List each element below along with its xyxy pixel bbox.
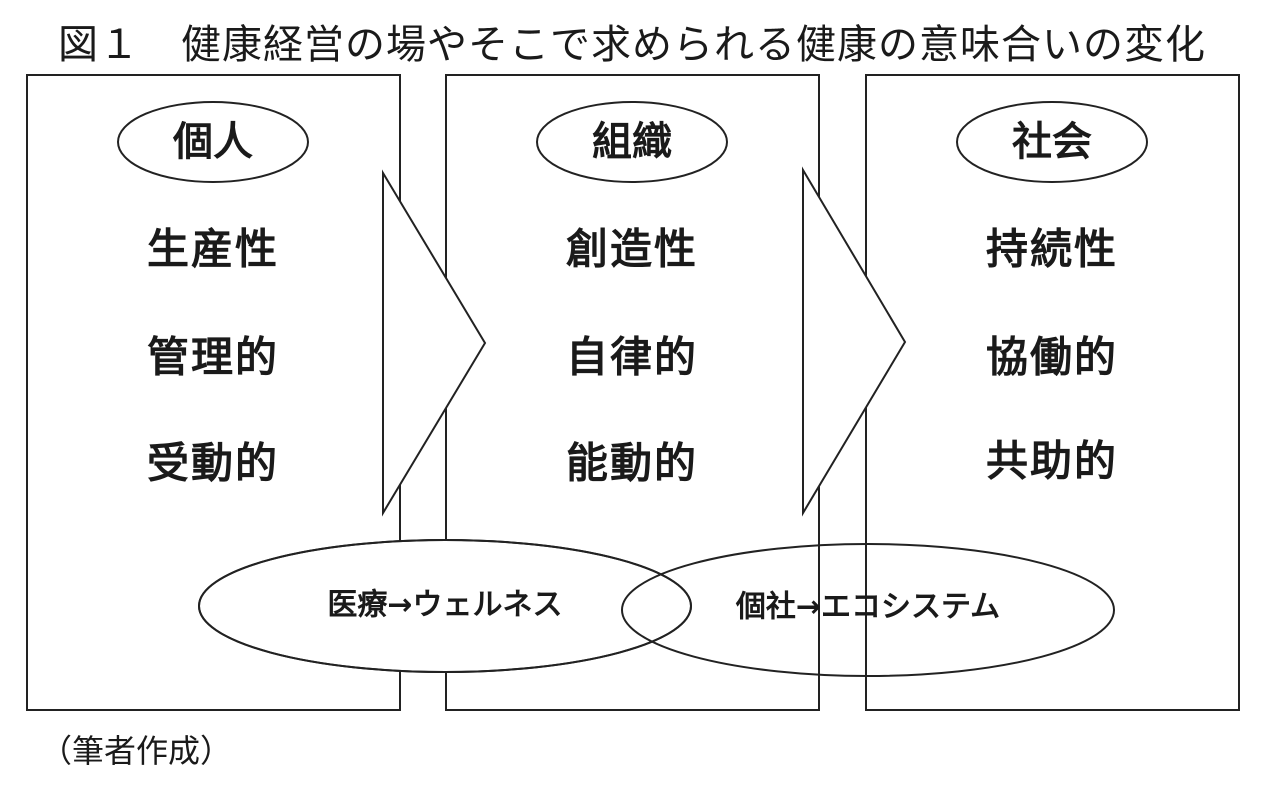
trait-text: 創造性 [566, 225, 698, 274]
figure-title: 図１ 健康経営の場やそこで求められる健康の意味合いの変化 [58, 22, 1206, 68]
panel-label-oval [117, 101, 309, 183]
trait-text: 管理的 [147, 333, 279, 382]
panel-label-oval [536, 101, 728, 183]
ellipse-label-left: 医療→ウェルネス [327, 588, 562, 623]
figure-caption: （筆者作成） [40, 732, 233, 770]
panel-label-organization: 組織 [592, 119, 672, 165]
trait-text: 持続性 [986, 225, 1118, 274]
trait-text: 受動的 [147, 439, 279, 488]
trait-text: 自律的 [566, 333, 698, 382]
arrow-right-icon [382, 169, 487, 517]
ellipse-label-right: 個社→エコシステム [735, 590, 1000, 625]
panel-label-oval [956, 101, 1148, 183]
transition-ellipse-left-outline [198, 539, 692, 673]
trait-text: 能動的 [566, 439, 698, 488]
trait-text: 共助的 [986, 437, 1118, 486]
trait-text: 協働的 [986, 333, 1118, 382]
transition-ellipse-right [621, 543, 1115, 677]
panel-label-society: 社会 [1012, 119, 1092, 165]
trait-text: 生産性 [147, 225, 279, 274]
panel-label-individual: 個人 [172, 119, 253, 165]
arrow-right-icon [802, 166, 907, 517]
